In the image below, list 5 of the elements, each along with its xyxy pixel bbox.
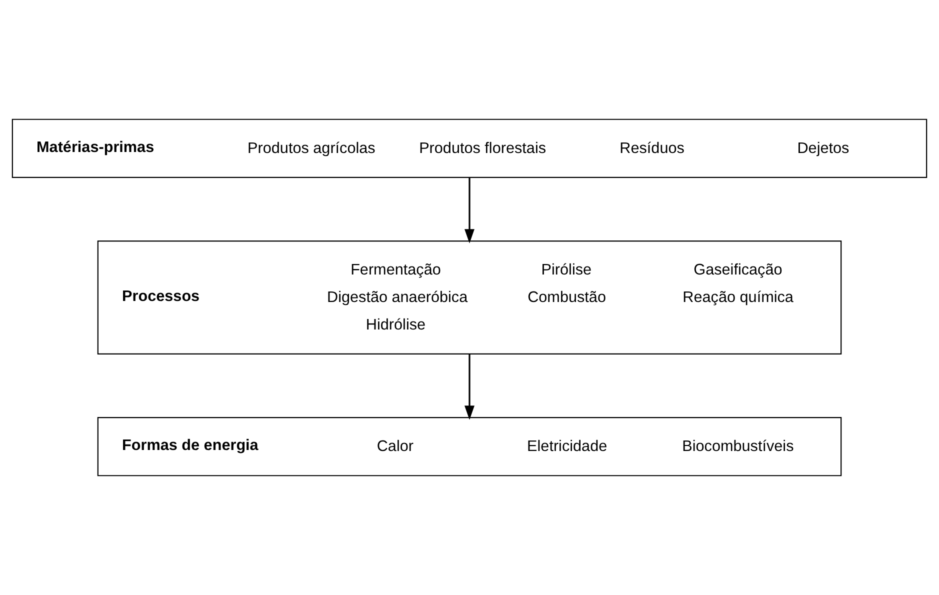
node-box: Matérias-primas Produtos agrícolas Produtos florestais Resíduos Dejetos bbox=[12, 118, 928, 178]
node-box: Processos Fermentação Pirólise Gaseificação Digestão anaeróbica Combustão Reação química Hidrólise bbox=[97, 240, 842, 354]
arrow bbox=[464, 354, 474, 420]
node-box: Formas de energia Calor Eletricidade Biocombustíveis bbox=[97, 416, 842, 476]
arrow bbox=[464, 178, 474, 244]
